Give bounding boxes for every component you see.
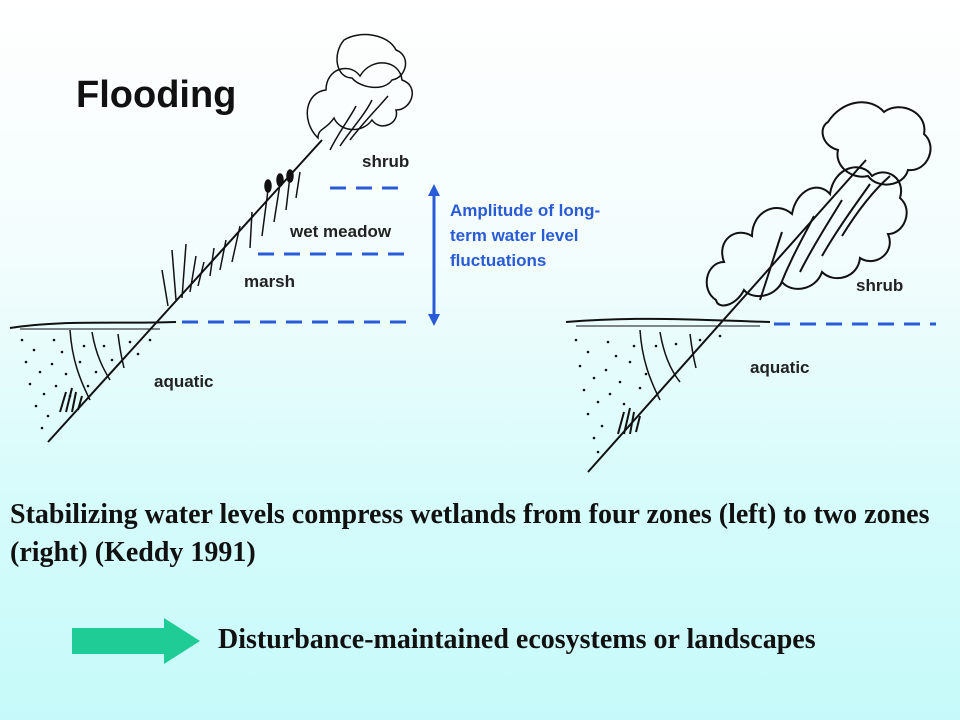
right-zone-label-aquatic: aquatic	[750, 358, 810, 377]
left-water-surface	[9, 321, 177, 329]
left-sediment-dots	[20, 338, 152, 430]
right-zone-label-shrub: shrub	[856, 276, 904, 295]
left-slope-line	[47, 139, 323, 443]
amplitude-label-line-3: fluctuations	[450, 251, 547, 270]
takeaway-text: Disturbance-maintained ecosystems or lan…	[218, 624, 816, 655]
left-vegetation	[161, 33, 413, 307]
left-zone-boundaries	[182, 186, 408, 324]
amplitude-arrow	[428, 184, 440, 326]
right-sediment-dots	[574, 334, 722, 454]
page-title: Flooding	[76, 74, 237, 116]
left-zone-label-aquatic: aquatic	[154, 372, 214, 391]
figure-caption: Stabilizing water levels compress wetlan…	[10, 499, 930, 568]
right-shore-profile	[565, 101, 932, 473]
amplitude-label-line-1: Amplitude of long-	[450, 201, 601, 220]
left-zone-label-shrub: shrub	[362, 152, 410, 171]
right-slope-line	[587, 159, 867, 473]
left-zone-label-marsh: marsh	[244, 272, 296, 291]
green-arrow-icon	[72, 618, 200, 664]
right-water-surface	[565, 317, 771, 323]
left-shore-profile	[9, 139, 323, 443]
amplitude-label-line-2: term water level	[450, 226, 579, 245]
left-zone-label-wet-meadow: wet meadow	[290, 222, 392, 241]
amplitude-label: Amplitude of long- term water level fluc…	[450, 198, 670, 273]
